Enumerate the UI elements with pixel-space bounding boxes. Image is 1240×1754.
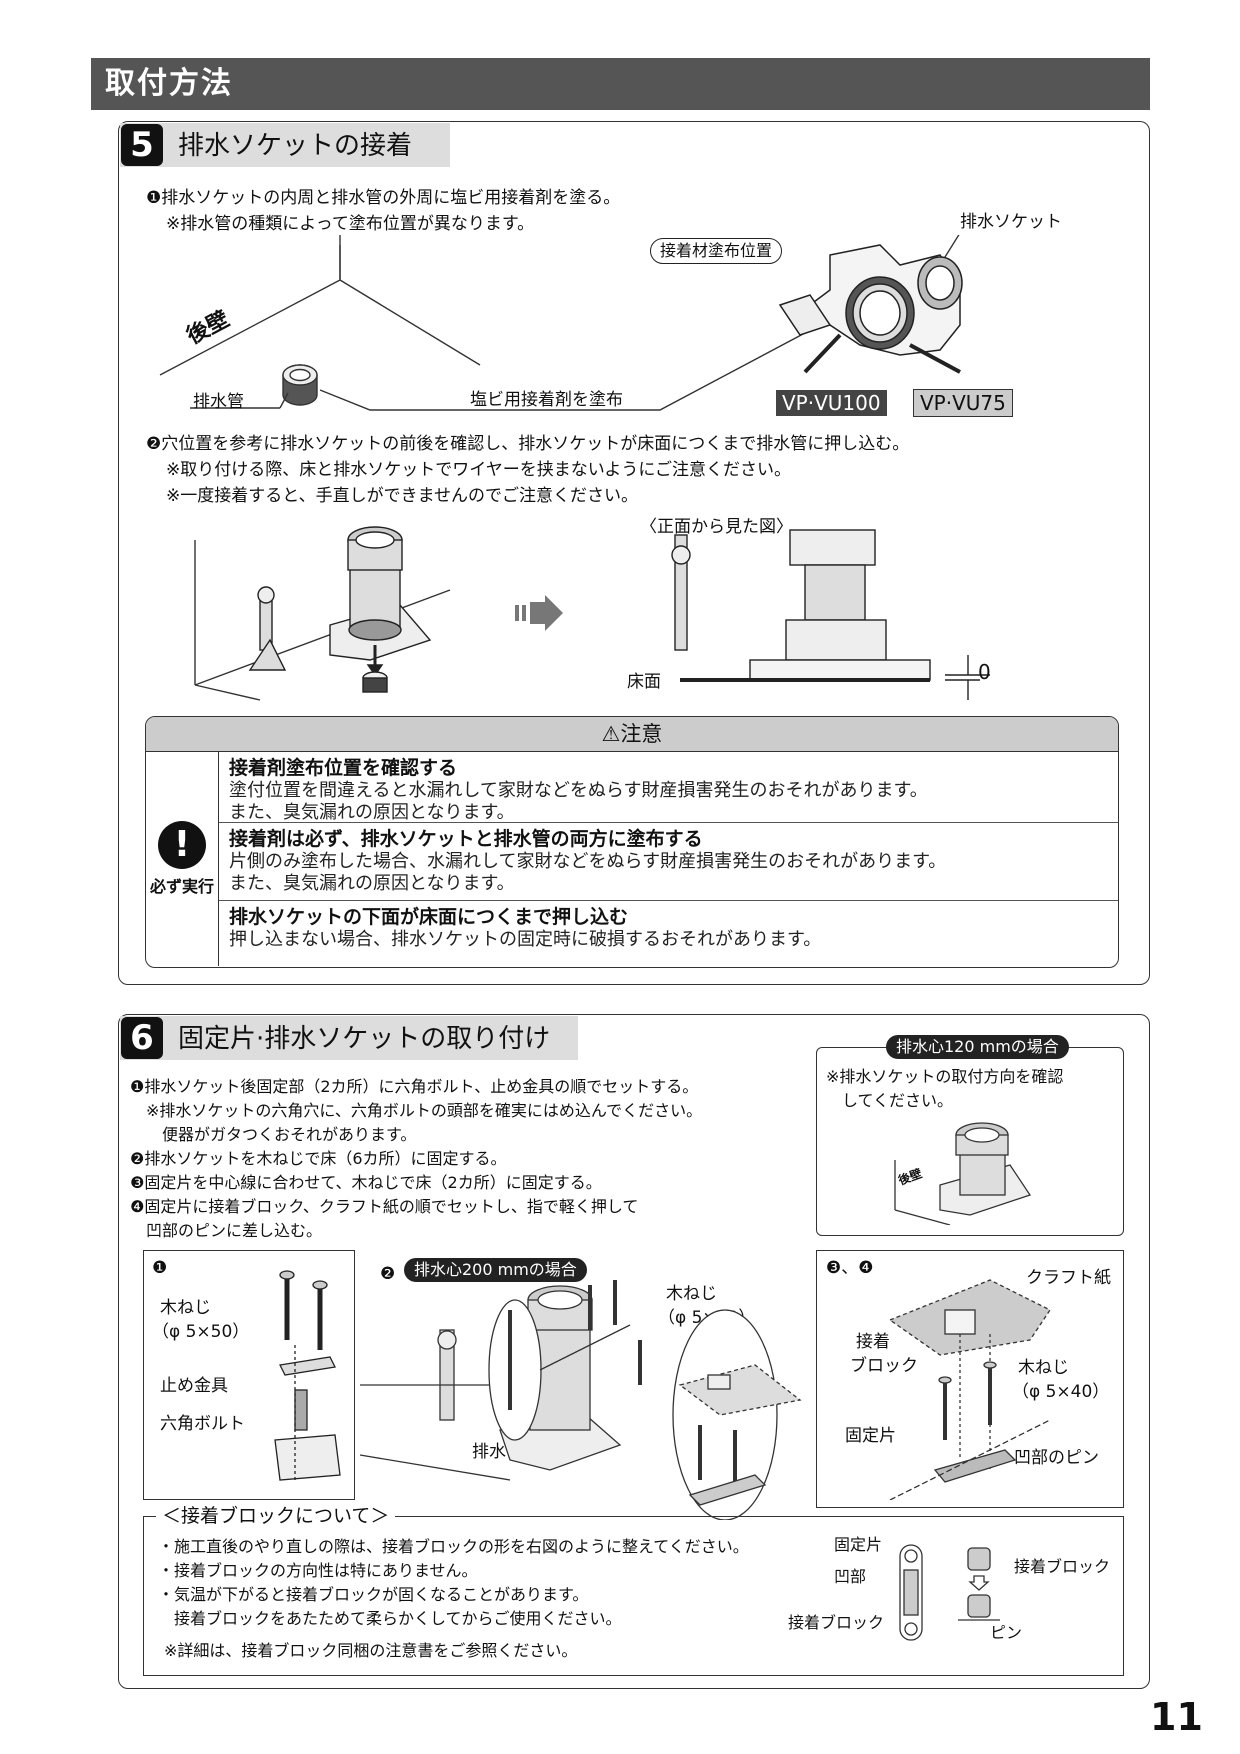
label-adhesive-position: 接着材塗布位置 — [650, 238, 783, 264]
adhesive-block-info-note: ※詳細は、接着ブロック同梱の注意書をご参照ください。 — [164, 1641, 578, 1660]
step6-instruction-line: ❷排水ソケットを木ねじで床（6カ所）に固定する。 — [130, 1149, 507, 1168]
caution-header: ⚠注意 — [146, 717, 1118, 752]
step6-instruction-line: ※排水ソケットの六角穴に、六角ボルトの頭部を確実にはめ込んでください。 — [130, 1101, 703, 1120]
step5-instruction-1: ❶排水ソケットの内周と排水管の外周に塩ビ用接着剤を塗る。 — [146, 188, 621, 208]
label-recess-pin: 凹部のピン — [1014, 1448, 1099, 1468]
detail-box-2-figure — [360, 1280, 802, 1520]
label-kraft-paper: クラフト紙 — [1026, 1268, 1111, 1288]
case-120mm-figure — [894, 1122, 1032, 1225]
step5-instruction-2-note-2: ※一度接着すると、手直しができませんのでご注意ください。 — [166, 486, 639, 506]
adhesive-block-info-box — [143, 1516, 1124, 1676]
caution-item-body: 塗付位置を間違えると水漏れして家財などをぬらす財産損害発生のおそれがあります。 — [229, 780, 928, 801]
push-in-figure — [194, 526, 990, 701]
caution-title: 注意 — [620, 722, 663, 746]
step6-instruction-line: ❹固定片に接着ブロック、クラフト紙の順でセットし、指で軽く押して — [130, 1197, 639, 1216]
step6-title: 固定片·排水ソケットの取り付け — [178, 1024, 551, 1054]
label-stop-bracket: 止め金具 — [160, 1376, 228, 1396]
label-adhesive-block-2: ブロック — [850, 1356, 918, 1376]
adhesive-block-info-line: ・気温が下がると接着ブロックが固くなることがあります。 — [158, 1585, 589, 1604]
case-120mm-title: 排水心120 mmの場合 — [886, 1035, 1069, 1059]
step6-number: 6 — [121, 1017, 163, 1059]
caution-item-title: 接着剤塗布位置を確認する — [229, 757, 458, 779]
caution-item-body: また、臭気漏れの原因となります。 — [229, 873, 515, 894]
adhesive-block-figure — [899, 1544, 1000, 1641]
section-header: 取付方法 — [91, 58, 1150, 110]
step5-title: 排水ソケットの接着 — [178, 131, 413, 161]
step6-instruction-line: 凹部のピンに差し込む。 — [130, 1221, 323, 1240]
exclamation-icon: ! — [158, 821, 206, 869]
detail-box-3-number: ❸、❹ — [826, 1258, 874, 1278]
step5-number: 5 — [121, 124, 163, 166]
label-front-view: 〈正面から見た図〉 — [640, 517, 793, 537]
label-wood-screw-3: 木ねじ — [1018, 1358, 1069, 1378]
fig-label-pin: ピン — [990, 1623, 1023, 1642]
detail-box-1 — [143, 1250, 355, 1500]
caution-item-body: 片側のみ塗布した場合、水漏れして家財などをぬらす財産損害発生のおそれがあります。 — [229, 851, 947, 872]
fig-label-fixing-piece: 固定片 — [834, 1535, 883, 1554]
caution-box: ⚠注意 ! 必ず実行 接着剤塗布位置を確認する 塗付位置を間違えると水漏れして家… — [145, 716, 1119, 968]
detail-box-1-number: ❶ — [152, 1258, 168, 1278]
mandatory-column: ! 必ず実行 — [146, 752, 219, 966]
step6-instruction-line: ❶排水ソケット後固定部（2カ所）に六角ボルト、止め金具の順でセットする。 — [130, 1077, 699, 1096]
case-200mm-title: 排水心200 mmの場合 — [404, 1258, 587, 1282]
mandatory-label: 必ず実行 — [149, 877, 214, 896]
adhesive-block-info-title: ＜接着ブロックについて＞ — [156, 1504, 396, 1528]
detail-box-3-figure — [888, 1279, 1051, 1500]
caution-item: 排水ソケットの下面が床面につくまで押し込む 押し込まない場合、排水ソケットの固定… — [219, 900, 1118, 966]
step6-tab — [120, 1016, 578, 1060]
step6-instruction-line: ❸固定片を中心線に合わせて、木ねじで床（2カ所）に固定する。 — [130, 1173, 602, 1192]
page-number: 11 — [1150, 1695, 1203, 1739]
step5-panel — [118, 121, 1150, 985]
label-wood-screw: 木ねじ — [160, 1298, 211, 1318]
label-hex-bolt: 六角ボルト — [160, 1414, 245, 1434]
caution-item-title: 排水ソケットの下面が床面につくまで押し込む — [229, 906, 629, 928]
label-wood-screw-3-size: （φ 5×40） — [1012, 1382, 1110, 1402]
fig-label-recess: 凹部 — [834, 1567, 867, 1586]
wall-pipe-figure — [159, 235, 963, 411]
step5-tab — [120, 123, 450, 167]
caution-item-body: 押し込まない場合、排水ソケットの固定時に破損するおそれがあります。 — [229, 929, 822, 950]
label-wood-screw-size: （φ 5×50） — [152, 1322, 250, 1342]
label-adhesive-block-1: 接着 — [856, 1332, 890, 1352]
detail-box-2-number: ❷ — [380, 1264, 396, 1284]
label-apply-adhesive: 塩ビ用接着剤を塗布 — [470, 390, 623, 410]
step5-instruction-2-note-1: ※取り付ける際、床と排水ソケットでワイヤーを挟まないようにご注意ください。 — [166, 460, 792, 480]
caution-item-body: また、臭気漏れの原因となります。 — [229, 802, 515, 823]
caution-item: 接着剤塗布位置を確認する 塗付位置を間違えると水漏れして家財などをぬらす財産損害… — [219, 752, 1118, 823]
label-fixing-piece: 固定片 — [845, 1426, 896, 1446]
adhesive-block-info-line: ・接着ブロックの方向性は特にありません。 — [158, 1561, 478, 1580]
fig-label-adhesive-block-2: 接着ブロック — [1014, 1557, 1111, 1576]
adhesive-block-info-line: ・施工直後のやり直しの際は、接着ブロックの形を右図のように整えてください。 — [158, 1537, 749, 1556]
step5-instruction-2: ❷穴位置を参考に排水ソケットの前後を確認し、排水ソケットが床面につくまで排水管に… — [146, 434, 910, 454]
detail-box-1-figure — [274, 1270, 341, 1481]
label-floor: 床面 — [627, 672, 661, 692]
adhesive-block-info-line: 接着ブロックをあたためて柔らかくしてからご使用ください。 — [158, 1609, 622, 1628]
step6-instruction-line: 便器がガタつくおそれがあります。 — [130, 1125, 417, 1144]
tag-vp-vu75: VP·VU75 — [913, 389, 1013, 417]
tag-vp-vu100: VP·VU100 — [776, 390, 887, 416]
label-drain-pipe: 排水管 — [193, 392, 244, 412]
label-wood-screw-2: 木ねじ — [666, 1284, 717, 1304]
step5-instruction-1-note: ※排水管の種類によって塗布位置が異なります。 — [166, 214, 535, 234]
case-120mm-note: ※排水ソケットの取付方向を確認 — [826, 1067, 1064, 1086]
caution-item: 接着剤は必ず、排水ソケットと排水管の両方に塗布する 片側のみ塗布した場合、水漏れ… — [219, 822, 1118, 900]
label-drain-socket: 排水ソケット — [960, 212, 1062, 232]
caution-item-title: 接着剤は必ず、排水ソケットと排水管の両方に塗布する — [229, 828, 703, 850]
fig-label-adhesive-block: 接着ブロック — [788, 1613, 885, 1632]
case-120mm-note: してください。 — [826, 1091, 954, 1110]
label-zero: 0 — [978, 660, 991, 684]
warning-icon: ⚠ — [601, 722, 621, 746]
detail-box-3 — [816, 1250, 1124, 1508]
